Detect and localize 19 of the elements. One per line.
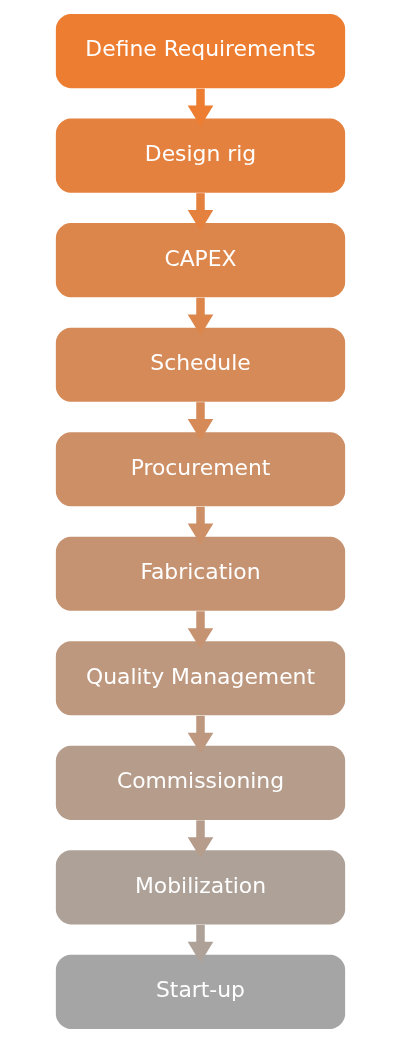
node-box: Schedule — [55, 327, 345, 402]
node-box: CAPEX — [55, 223, 345, 298]
node-box: Quality Management — [55, 641, 345, 716]
arrow — [187, 506, 213, 545]
node-box: Fabrication — [55, 536, 345, 611]
arrow — [187, 715, 213, 754]
arrow — [187, 193, 213, 231]
node-box: Mobilization — [55, 850, 345, 925]
node-box: Start-up — [55, 954, 345, 1029]
arrow — [187, 297, 213, 336]
arrow — [187, 402, 213, 440]
arrow — [187, 611, 213, 650]
arrow — [187, 88, 213, 127]
node-box: Commissioning — [55, 745, 345, 820]
node-box: Procurement — [55, 432, 345, 507]
node-box: Design rig — [55, 118, 345, 193]
node-box: Define Requirements — [55, 14, 345, 89]
arrow — [187, 820, 213, 859]
arrow — [187, 924, 213, 963]
